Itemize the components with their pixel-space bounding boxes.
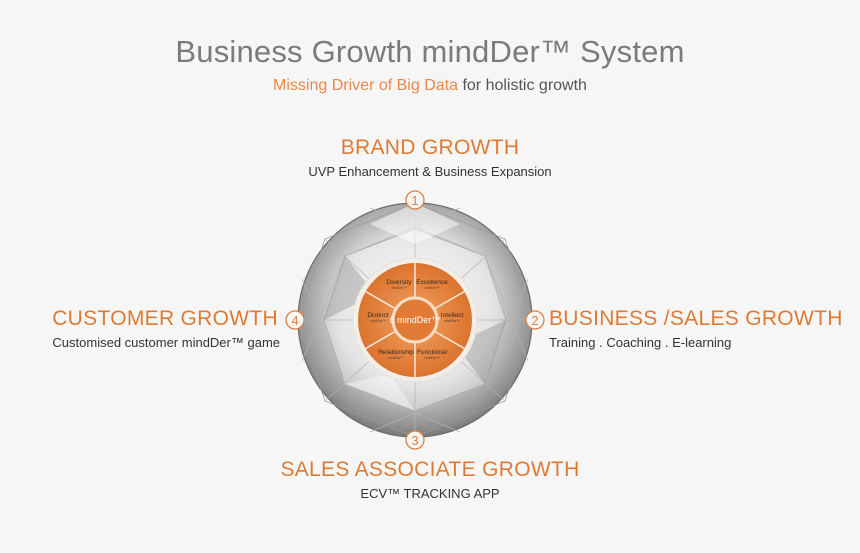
segment-distinct-label: Distinct (367, 312, 389, 319)
svg-text:1: 1 (411, 193, 418, 208)
subtitle-rest: for holistic growth (458, 77, 587, 94)
segment-functional-label: Functional (417, 349, 448, 356)
subtitle-accent: Missing Driver of Big Data (273, 77, 458, 94)
segment-relationship-label: Relationship (378, 349, 414, 356)
segment-functional-sub: mindDer™ (424, 356, 439, 360)
segment-relationship-sub: mindDer™ (388, 356, 403, 360)
page-subtitle: Missing Driver of Big Data for holistic … (0, 77, 860, 95)
segment-intellect-label: Intellect (441, 312, 464, 319)
svg-text:3: 3 (411, 433, 418, 448)
segment-excellence-sub: mindDer™ (424, 286, 439, 290)
number-marker-4: 4 (285, 310, 305, 330)
svg-text:2: 2 (531, 313, 538, 328)
svg-text:4: 4 (291, 313, 298, 328)
brand-growth-title: BRAND GROWTH (340, 136, 520, 159)
brand-growth-desc: UVP Enhancement & Business Expansion (308, 164, 552, 179)
sales-associate-growth-title: SALES ASSOCIATE GROWTH (280, 458, 580, 481)
segment-intellect-sub: mindDer™ (444, 319, 459, 323)
number-marker-1: 1 (405, 190, 425, 210)
page-title: Business Growth mindDer™ System (175, 34, 685, 69)
segment-distinct-sub: mindDer™ (370, 319, 385, 323)
sales-associate-growth-desc: ECV™ TRACKING APP (360, 486, 500, 501)
mindder-wheel: 6 mindDer™ Diversity mindDer™ Excellence… (352, 257, 478, 383)
segment-excellence-label: Excellence (416, 279, 448, 286)
business-sales-growth-title: BUSINESS /SALES GROWTH (549, 307, 843, 330)
business-sales-growth-desc: Training . Coaching . E-learning (549, 335, 732, 350)
segment-diversity-label: Diversity (387, 279, 413, 286)
customer-growth-desc: Customised customer mindDer™ game (52, 335, 280, 350)
number-marker-2: 2 (525, 310, 545, 330)
wheel-center-label: 6 mindDer™ (390, 315, 441, 325)
segment-diversity-sub: mindDer™ (391, 286, 406, 290)
customer-growth-title: CUSTOMER GROWTH (52, 307, 278, 330)
number-marker-3: 3 (405, 430, 425, 450)
diamond-wheel-diagram: 6 mindDer™ Diversity mindDer™ Excellence… (285, 190, 545, 450)
